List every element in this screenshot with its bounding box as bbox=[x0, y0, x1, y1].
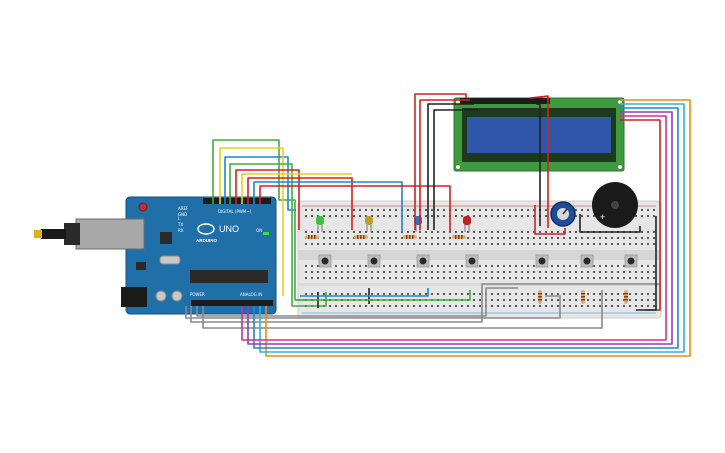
buzzer-hole-icon bbox=[611, 201, 619, 209]
wire-gray-3[interactable] bbox=[202, 290, 603, 329]
resistor-1[interactable] bbox=[305, 235, 319, 239]
led-red[interactable] bbox=[463, 216, 471, 232]
digital-header bbox=[203, 198, 271, 204]
resistor-4[interactable] bbox=[452, 235, 466, 239]
lcd-16x2-display[interactable] bbox=[453, 97, 625, 172]
breadboard[interactable] bbox=[297, 200, 662, 319]
power-jack bbox=[121, 287, 147, 307]
wire-black-lcd-gnd[interactable] bbox=[636, 216, 657, 311]
wires bbox=[185, 93, 691, 357]
gnd-label: GND bbox=[178, 212, 187, 217]
pushbutton-5[interactable] bbox=[535, 254, 549, 268]
wire-yellow-1[interactable] bbox=[219, 147, 284, 296]
wire-blue-btn3[interactable] bbox=[300, 288, 429, 297]
brand-label: ARDUINO bbox=[196, 238, 217, 243]
wire-green-btn4[interactable] bbox=[296, 290, 471, 301]
rx-label: RX bbox=[178, 228, 184, 233]
resistor-6[interactable] bbox=[581, 290, 585, 304]
resistor-2[interactable] bbox=[354, 235, 368, 239]
arduino-logo-icon bbox=[197, 223, 215, 235]
usb-connector bbox=[75, 218, 145, 250]
pushbutton-4[interactable] bbox=[465, 254, 479, 268]
wire-gray-1[interactable] bbox=[190, 283, 660, 323]
digital-header-label: DIGITAL (PWM~) bbox=[218, 209, 252, 214]
wire-blue-led[interactable] bbox=[224, 156, 296, 211]
wire-cyan-lcd[interactable] bbox=[259, 103, 685, 353]
wire-gray-2[interactable] bbox=[196, 287, 518, 317]
aref-label: AREF bbox=[178, 206, 189, 211]
wire-yellow-2[interactable] bbox=[241, 173, 352, 204]
power-header-label: POWER bbox=[190, 292, 205, 297]
tx-label: TX bbox=[177, 222, 183, 227]
wire-blue-lcd[interactable] bbox=[253, 107, 679, 349]
wire-purple-lcd[interactable] bbox=[247, 111, 673, 345]
wire-black-lcd4[interactable] bbox=[433, 109, 478, 230]
led-green[interactable] bbox=[316, 216, 324, 232]
resistor-group bbox=[305, 235, 628, 304]
wire-red-lcd5[interactable] bbox=[529, 95, 549, 228]
wire-magenta-lcd[interactable] bbox=[241, 115, 667, 341]
analog-header-label: ANALOG IN bbox=[240, 292, 262, 297]
lcd-screen bbox=[467, 117, 611, 153]
buzzer-plus-label: + bbox=[600, 212, 605, 222]
resistor-7[interactable] bbox=[624, 290, 628, 304]
pushbutton-3[interactable] bbox=[416, 254, 430, 268]
microcontroller-chip bbox=[190, 270, 268, 283]
wire-red-1[interactable] bbox=[235, 169, 300, 230]
led-yellow[interactable] bbox=[365, 216, 373, 232]
analog-header bbox=[191, 300, 273, 306]
wire-blue-2[interactable] bbox=[253, 181, 403, 232]
pushbutton-group bbox=[318, 254, 638, 268]
wire-black-lcd6[interactable] bbox=[536, 103, 541, 226]
wire-gray-4[interactable] bbox=[185, 295, 561, 319]
resistor-3[interactable] bbox=[403, 235, 417, 239]
reset-button[interactable] bbox=[138, 202, 148, 212]
wire-green-2[interactable] bbox=[229, 163, 327, 307]
pushbutton-6[interactable] bbox=[580, 254, 594, 268]
pushbutton-1[interactable] bbox=[318, 254, 332, 268]
wire-red-3[interactable] bbox=[259, 185, 451, 232]
wire-red-pot[interactable] bbox=[534, 205, 566, 235]
usb-cable-plug bbox=[40, 229, 66, 239]
on-led-label: ON bbox=[256, 228, 262, 233]
wire-black-pot[interactable] bbox=[579, 214, 641, 233]
pushbutton-7[interactable] bbox=[624, 254, 638, 268]
wire-red-lcd1[interactable] bbox=[414, 93, 467, 230]
potentiometer[interactable] bbox=[550, 201, 576, 227]
breadboard-holes bbox=[305, 209, 655, 307]
model-label: UNO bbox=[219, 224, 239, 234]
wire-black-lcd3[interactable] bbox=[427, 103, 474, 230]
l-led-label: L bbox=[178, 216, 181, 221]
arduino-uno-board[interactable]: UNO ARDUINO DIGITAL (PWM~) POWER ANALOG … bbox=[34, 196, 277, 315]
resistor-5[interactable] bbox=[538, 290, 542, 304]
pushbutton-2[interactable] bbox=[367, 254, 381, 268]
wire-green-led[interactable] bbox=[212, 139, 318, 301]
wire-red-2[interactable] bbox=[247, 177, 353, 230]
piezo-buzzer[interactable]: + bbox=[592, 182, 638, 228]
wire-red-lcd2[interactable] bbox=[419, 99, 470, 230]
